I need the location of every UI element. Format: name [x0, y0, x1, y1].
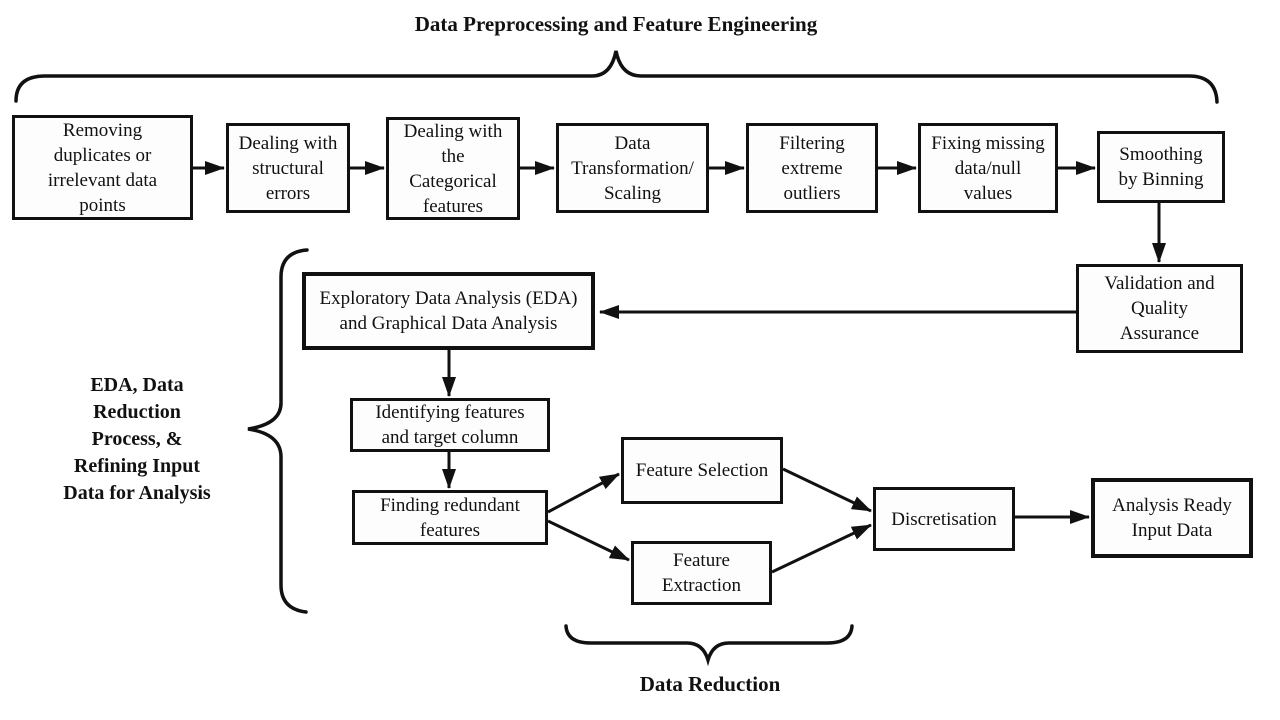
arrow-finding-to-selection	[547, 472, 620, 514]
node-identifying-features: Identifying features and target column	[350, 398, 550, 452]
diagram-title: Data Preprocessing and Feature Engineeri…	[414, 12, 818, 36]
node-categorical-features: Dealing with the Categorical features	[386, 117, 520, 220]
node-feature-selection: Feature Selection	[621, 437, 783, 504]
node-structural-errors: Dealing with structural errors	[226, 123, 350, 213]
data-reduction-label: Data Reduction	[639, 672, 781, 696]
left-brace	[247, 248, 309, 614]
node-smoothing-binning: Smoothing by Binning	[1097, 131, 1225, 203]
arrow-finding-to-extraction	[547, 519, 630, 562]
left-group-label: EDA, Data Reduction Process, & Refining …	[63, 374, 211, 504]
node-feature-extraction: Feature Extraction	[631, 541, 772, 605]
node-discretisation: Discretisation	[873, 487, 1015, 551]
node-fixing-missing: Fixing missing data/null values	[918, 123, 1058, 213]
node-eda: Exploratory Data Analysis (EDA) and Grap…	[302, 272, 595, 350]
node-finding-redundant: Finding redundant features	[352, 490, 548, 545]
node-analysis-ready: Analysis Ready Input Data	[1091, 478, 1253, 558]
node-removing-duplicates: Removing duplicates or irrelevant data p…	[12, 115, 193, 220]
arrow-extraction-to-discretisation	[771, 523, 872, 574]
top-brace	[14, 50, 1219, 104]
node-filtering-outliers: Filtering extreme outliers	[746, 123, 878, 213]
node-transformation-scaling: Data Transformation/ Scaling	[556, 123, 709, 213]
arrow-selection-to-discretisation	[782, 467, 872, 513]
node-validation-qa: Validation and Quality Assurance	[1076, 264, 1243, 353]
bottom-brace	[564, 624, 854, 667]
